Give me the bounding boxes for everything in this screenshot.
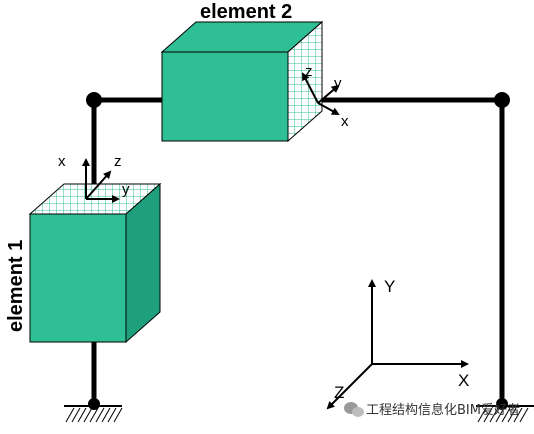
element-2-local-x-arrow <box>317 102 340 115</box>
element-2-local-axes <box>302 72 340 115</box>
element-1-front <box>29 213 127 343</box>
element-1-label: element 1 <box>5 240 27 332</box>
wechat-icon <box>344 402 364 417</box>
base-pin-right <box>496 398 508 410</box>
element-2-local-y-label: y <box>334 75 342 92</box>
global-y-label: Y <box>384 277 395 296</box>
frame <box>91 97 505 404</box>
global-axes <box>326 279 469 410</box>
ground-support-right <box>476 405 534 423</box>
element-1-local-x-label: x <box>58 153 66 170</box>
element-2-local-z-label: z <box>305 63 313 80</box>
element-1-box <box>28 182 162 344</box>
element-1-local-z-label: z <box>114 153 122 170</box>
element-2-gridded-end <box>287 20 323 143</box>
element-1-local-y-label: y <box>122 181 130 198</box>
element-2-box <box>160 20 324 143</box>
element-2-local-z-arrow <box>302 72 319 104</box>
element-1-side <box>125 182 161 344</box>
global-z-label: Z <box>334 383 344 402</box>
joint-left <box>86 92 102 108</box>
element-1-local-axes <box>82 158 120 203</box>
element-2-local-y-arrow <box>317 84 340 104</box>
global-x-label: X <box>458 371 469 390</box>
element-2-front <box>161 51 289 142</box>
element-1-local-z-arrow <box>85 170 112 200</box>
element-2-local-x-label: x <box>341 113 349 130</box>
watermark-text: 工程结构信息化BIM爱好者 <box>366 402 520 418</box>
joint-right <box>494 92 510 108</box>
global-z-arrow <box>326 363 373 410</box>
watermark: 工程结构信息化BIM爱好者 <box>344 402 520 418</box>
base-pin-left <box>88 398 100 410</box>
element-2-label: element 2 <box>200 1 292 23</box>
